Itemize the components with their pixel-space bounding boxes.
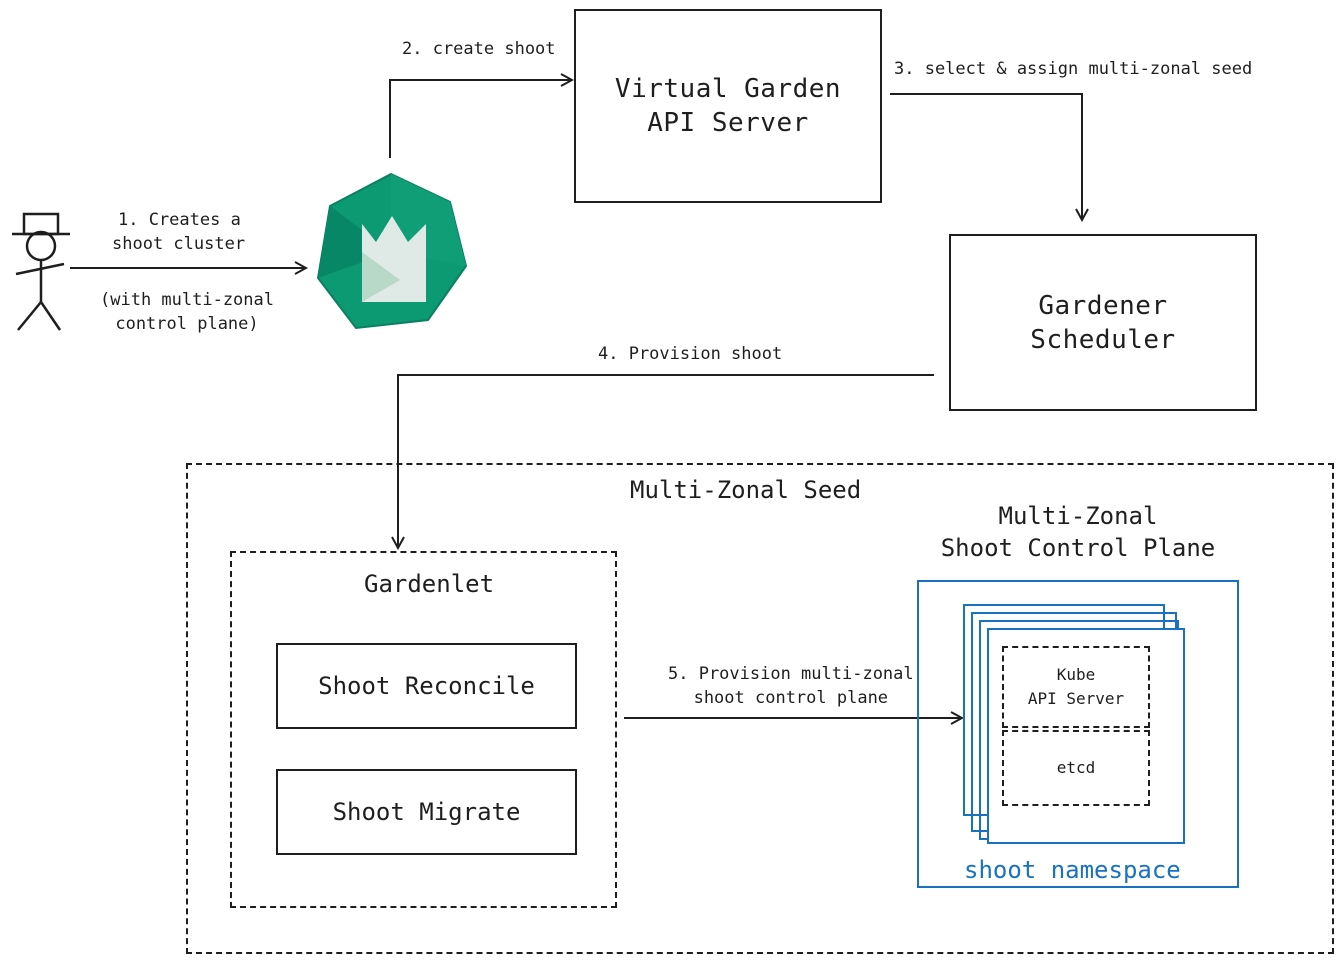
control-plane-title-line1: Multi-Zonal [998, 502, 1158, 530]
shoot-reconcile-label: Shoot Reconcile [318, 672, 535, 700]
step5-label: 5. Provision multi-zonal shoot control p… [668, 662, 914, 710]
replica-frame-4 [987, 628, 1185, 844]
multi-zonal-seed-container [186, 463, 1334, 954]
step5-label-line1: 5. Provision multi-zonal [668, 664, 914, 684]
step3-label: 3. select & assign multi-zonal seed [894, 59, 1253, 79]
etcd-box: etcd [1002, 730, 1150, 806]
gardenlet-container [230, 551, 617, 908]
step1-note-line2: control plane) [115, 314, 259, 334]
kube-api-line2: API Server [1027, 689, 1125, 708]
shoot-namespace-container [917, 580, 1239, 888]
scheduler-title-line1: Gardener [1038, 290, 1168, 321]
virtual-garden-api-server-box: Virtual Garden API Server [574, 9, 882, 203]
step1-label: 1. Creates a shoot cluster [112, 208, 245, 256]
shoot-reconcile-box: Shoot Reconcile [276, 643, 577, 729]
gardener-scheduler-box: Gardener Scheduler [949, 234, 1257, 411]
step1-label-line1: 1. Creates a [118, 210, 241, 230]
arrow-step2 [389, 80, 572, 158]
seed-title: Multi-Zonal Seed [630, 476, 862, 504]
shoot-namespace-label: shoot namespace [964, 856, 1181, 884]
arrow-step4 [398, 374, 934, 548]
kube-api-server-box: Kube API Server [1002, 646, 1150, 728]
control-plane-title: Multi-Zonal Shoot Control Plane [936, 500, 1220, 564]
step5-label-line2: shoot control plane [693, 688, 889, 708]
etcd-label: etcd [1056, 758, 1096, 777]
virtual-garden-title-line1: Virtual Garden [614, 74, 842, 104]
gardenlet-title: Gardenlet [364, 570, 495, 598]
shoot-migrate-label: Shoot Migrate [332, 798, 521, 826]
step1-note: (with multi-zonal control plane) [100, 288, 274, 336]
shoot-migrate-box: Shoot Migrate [276, 769, 577, 855]
kube-api-line1: Kube [1056, 665, 1096, 684]
arrow-step3 [890, 93, 1082, 220]
stick-figure-user-icon [12, 212, 70, 331]
step2-label: 2. create shoot [402, 39, 556, 59]
step1-note-line1: (with multi-zonal [100, 290, 274, 310]
gardener-logo-icon [316, 172, 468, 330]
control-plane-title-line2: Shoot Control Plane [940, 534, 1216, 562]
step4-label: 4. Provision shoot [598, 344, 783, 364]
step1-label-line2: shoot cluster [112, 234, 246, 254]
scheduler-title-line2: Scheduler [1030, 324, 1176, 355]
virtual-garden-title-line2: API Server [647, 108, 809, 138]
